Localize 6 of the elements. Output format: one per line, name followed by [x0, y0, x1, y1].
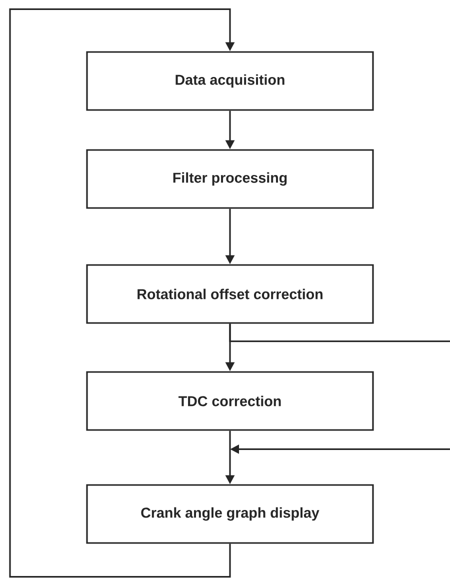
process-box: Filter processing: [86, 149, 374, 209]
process-box: TDC correction: [86, 371, 374, 431]
process-box: Data acquisition: [86, 51, 374, 111]
arrow: [9, 8, 235, 578]
process-box: Crank angle graph display: [86, 484, 374, 544]
process-box: Rotational offset correction: [86, 264, 374, 324]
